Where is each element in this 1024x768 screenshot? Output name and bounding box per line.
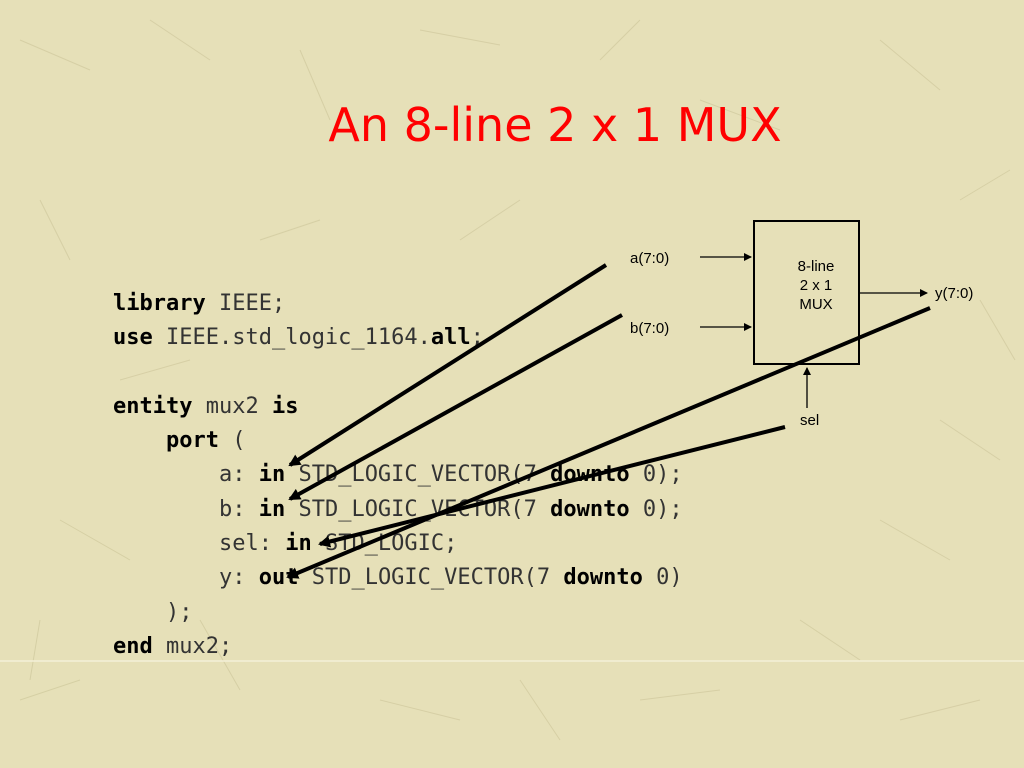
keyword: in <box>285 531 312 557</box>
select-label: sel <box>800 412 820 429</box>
code-text: mux2 <box>192 393 272 419</box>
code-text: sel: <box>218 531 286 557</box>
keyword: downto <box>563 565 643 591</box>
code-text: b: <box>218 496 259 522</box>
code-line-close: ); <box>113 596 683 630</box>
code-line-port-y: y: out STD_LOGIC_VECTOR(7 downto 0) <box>113 561 683 595</box>
code-line-use: use IEEE.std_logic_1164.all; <box>113 321 683 355</box>
mux-label-line: 8-line <box>797 258 835 275</box>
callout-b-arrow <box>288 313 623 501</box>
keyword: entity <box>113 393 193 419</box>
code-line-end: end mux2; <box>113 630 683 664</box>
code-line-library: library IEEE; <box>113 287 683 321</box>
code-line-entity: entity mux2 is <box>113 390 683 424</box>
keyword: in <box>258 462 286 488</box>
keyword: end <box>113 633 153 659</box>
keyword: downto <box>550 496 630 522</box>
code-line-port: port ( <box>113 424 683 458</box>
code-text: IEEE.std_logic_1164. <box>152 325 431 351</box>
code-text: 0); <box>629 496 683 522</box>
output-y-label: y(7:0) <box>935 285 974 302</box>
code-text: y: <box>218 565 259 591</box>
code-text: 0) <box>642 565 683 591</box>
input-b-label: b(7:0) <box>630 320 670 337</box>
mux-label-line: 2 x 1 <box>799 277 833 294</box>
mux-block-label: 8-line 2 x 1 MUX <box>776 257 856 314</box>
callout-a-arrow <box>288 263 608 467</box>
mux-block <box>753 220 860 365</box>
code-text: mux2; <box>152 633 233 659</box>
code-text: 0); <box>629 462 683 488</box>
callout-y-arrow <box>286 306 931 579</box>
code-text: STD_LOGIC_VECTOR(7 <box>298 565 564 591</box>
slide-title: An 8-line 2 x 1 MUX <box>328 98 782 152</box>
code-text: ); <box>113 599 193 625</box>
input-a-label: a(7:0) <box>630 250 670 267</box>
keyword: all <box>430 325 471 351</box>
keyword: port <box>165 428 219 454</box>
keyword: is <box>271 393 299 419</box>
code-text: IEEE; <box>205 291 286 316</box>
mux-label-line: MUX <box>799 296 833 313</box>
callout-sel-arrow <box>318 425 786 548</box>
keyword: library <box>113 291 206 316</box>
code-text: a: <box>218 462 259 488</box>
keyword: use <box>113 325 153 351</box>
code-text: ( <box>218 428 246 454</box>
vhdl-code-block: library IEEE;use IEEE.std_logic_1164.all… <box>113 287 683 664</box>
keyword: in <box>258 496 286 522</box>
code-text: STD_LOGIC_VECTOR(7 <box>285 462 551 488</box>
